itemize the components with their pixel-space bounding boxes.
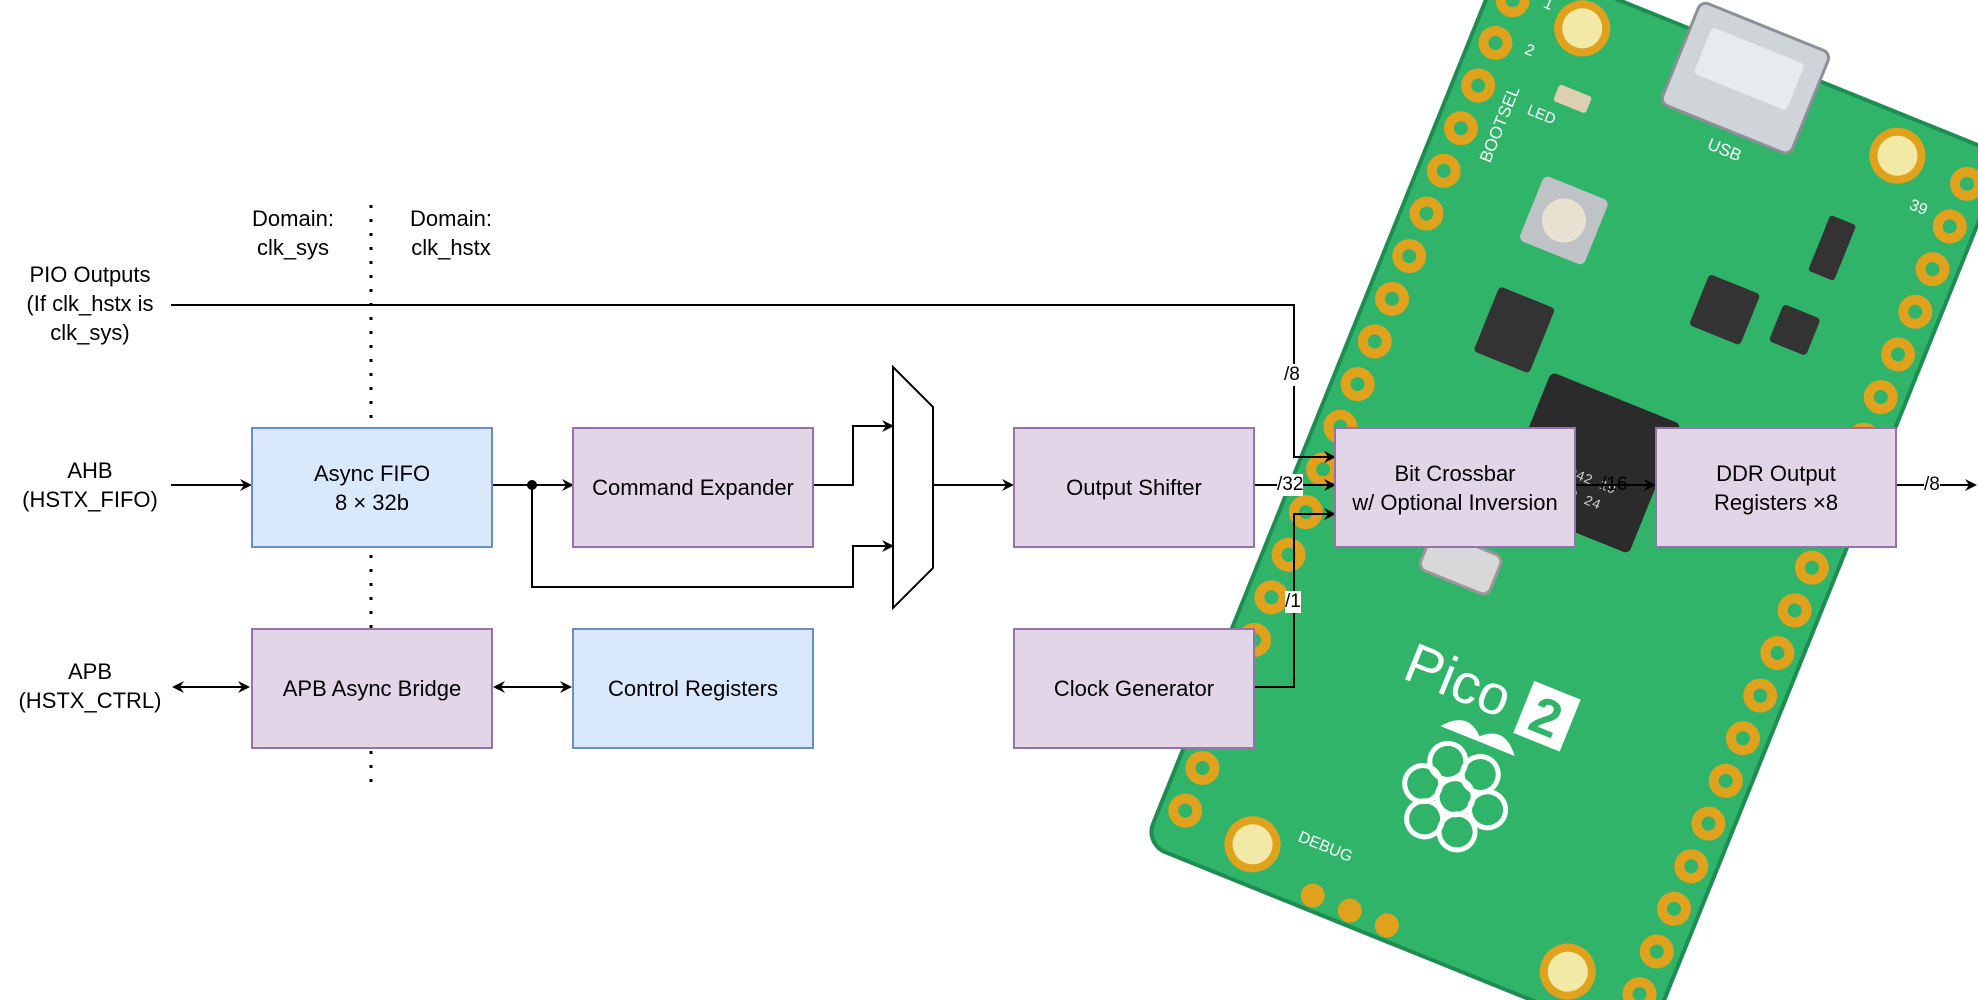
bus-width-crossbar-out: /16 xyxy=(1601,474,1628,495)
ahb-label: AHB (HSTX_FIFO) xyxy=(22,458,158,512)
bus-width-ddr-out: /8 xyxy=(1924,474,1940,496)
board-pin-39: 39 xyxy=(1907,197,1930,219)
command-expander-block: Command Expander xyxy=(572,427,814,548)
bypass-path xyxy=(531,485,894,588)
bit-crossbar-block: Bit Crossbar w/ Optional Inversion xyxy=(1334,427,1576,548)
ddr-output-registers-block: DDR Output Registers ×8 xyxy=(1655,427,1897,548)
async-fifo-block: Async FIFO 8 × 32b xyxy=(251,427,493,548)
apb-async-bridge-block: APB Async Bridge xyxy=(251,628,493,749)
apb-label: APB (HSTX_CTRL) xyxy=(18,659,162,713)
expander-to-mux xyxy=(813,420,894,486)
domain-label-clk-hstx: Domain: clk_hstx xyxy=(410,206,492,260)
bus-width-pio: /8 xyxy=(1284,364,1300,386)
mux-shape xyxy=(892,364,934,611)
domain-label-clk-sys: Domain: clk_sys xyxy=(252,206,334,260)
bus-width-clock: /1 xyxy=(1285,591,1301,613)
bus-width-shifter: /32 xyxy=(1277,474,1304,496)
clock-generator-block: Clock Generator xyxy=(1013,628,1255,749)
pio-outputs-label: PIO Outputs (If clk_hstx is clk_sys) xyxy=(26,262,154,345)
output-shifter-block: Output Shifter xyxy=(1013,427,1255,548)
control-registers-block: Control Registers xyxy=(572,628,814,749)
